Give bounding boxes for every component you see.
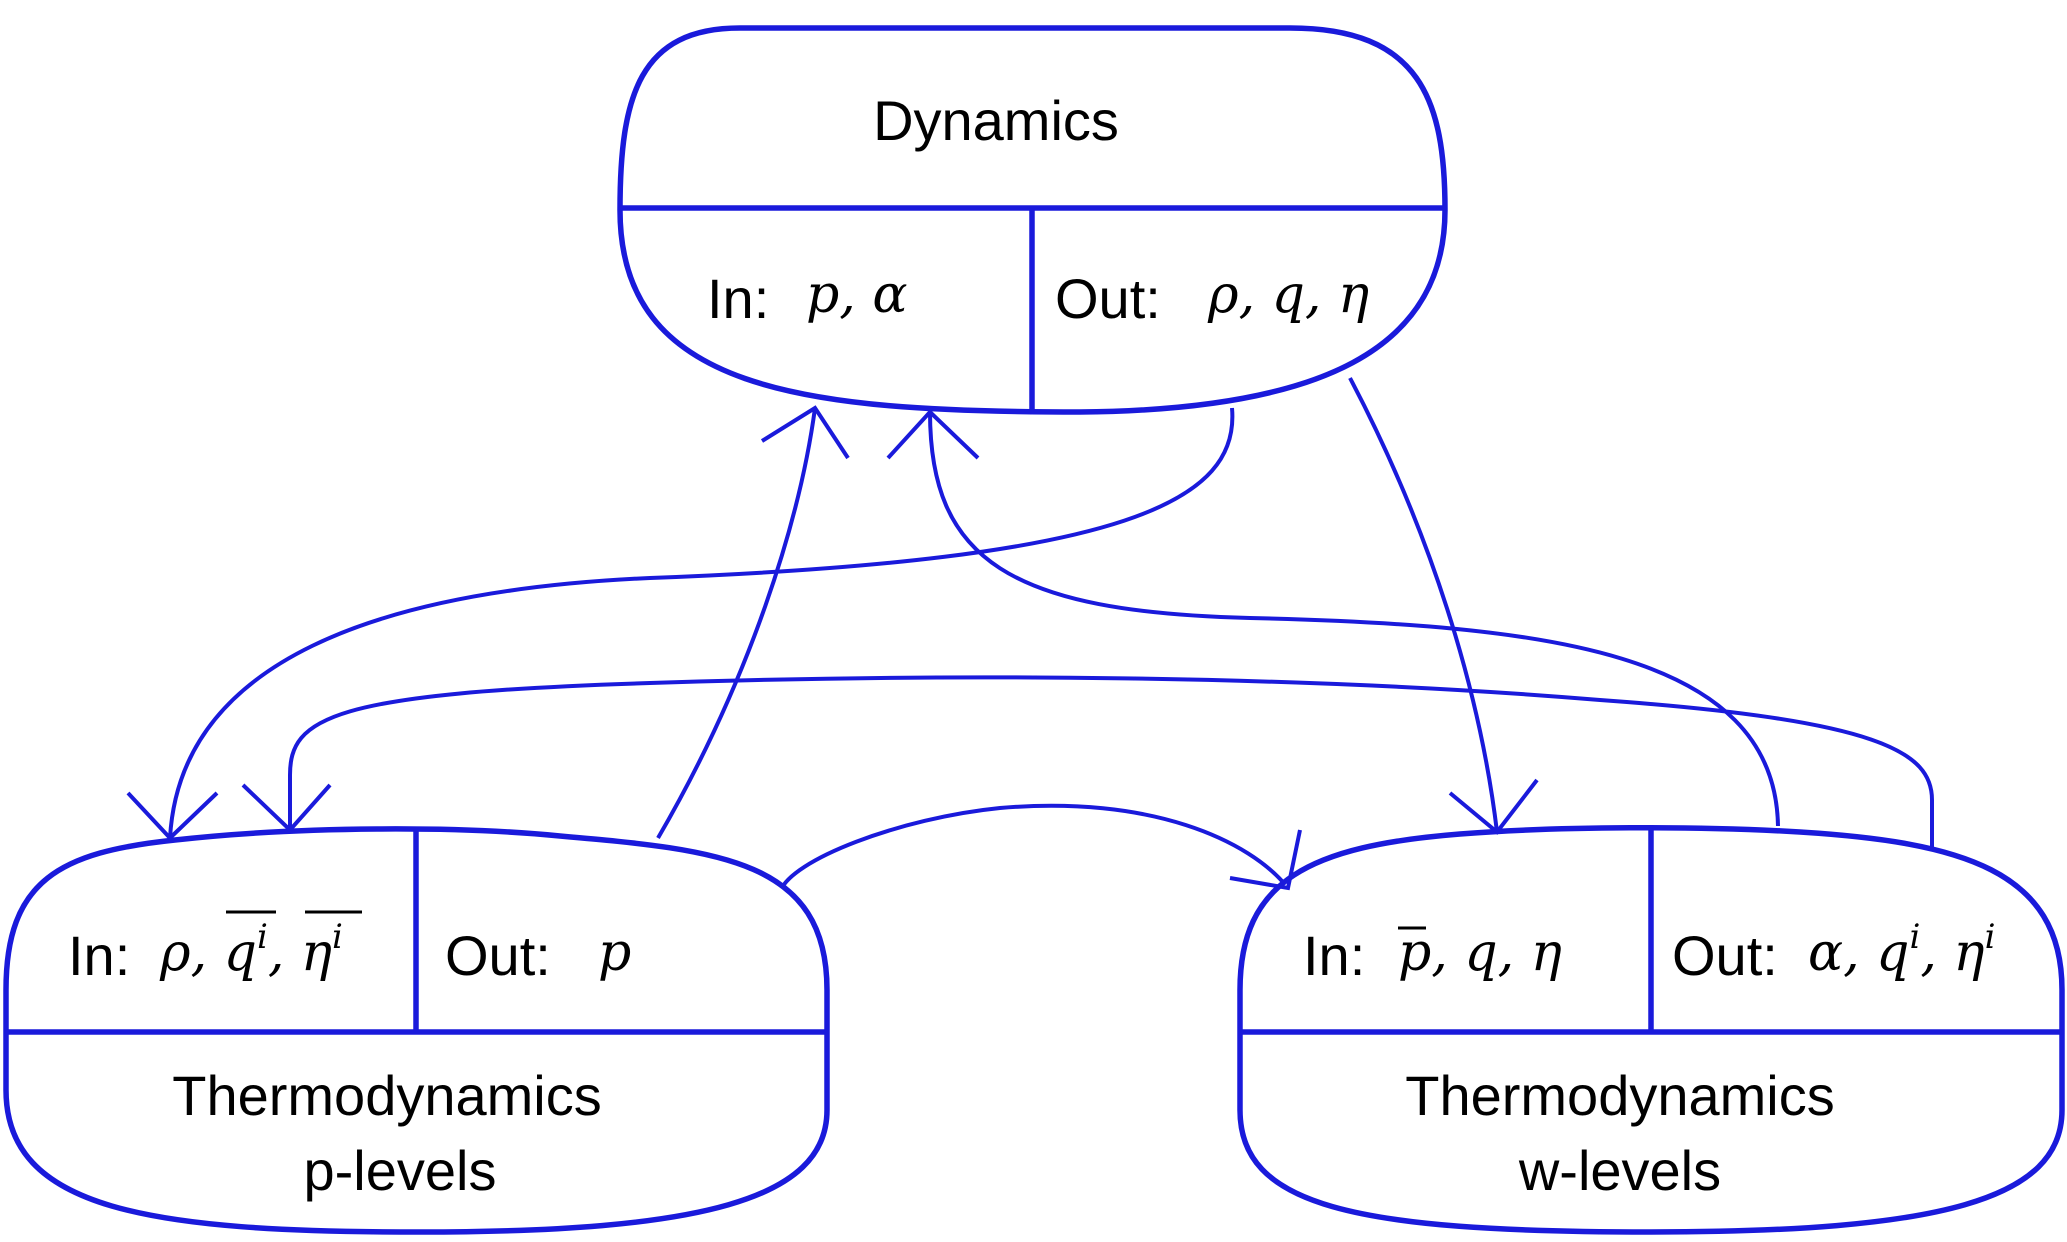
edge-thermo-p-to-thermo-w: [778, 803, 1290, 893]
dynamics-in-label: In:: [707, 267, 769, 330]
thermo-w-out-sep: , η: [1920, 923, 1984, 983]
dynamics-in-vars: p, α: [806, 265, 907, 325]
thermo-p-in-q-sup: i: [257, 917, 268, 957]
thermo-p-out-label: Out:: [445, 924, 551, 987]
thermo-p-in-q: q: [224, 923, 257, 983]
node-thermo-w: In: p, q, η Out: α, qi, ηi Thermodynamic…: [1237, 824, 2065, 1235]
dynamics-out-vars: ρ, q, η: [1207, 265, 1369, 325]
thermo-p-in-label: In:: [68, 924, 130, 987]
thermo-p-in-sep: ,: [268, 923, 301, 983]
arrowhead-into-dynamics-left: [760, 405, 850, 460]
thermo-w-out-sup2: i: [1985, 917, 1996, 957]
arrowhead-into-thermo-p-right: [241, 783, 332, 833]
node-thermo-p: In: ρ, qi, ηi Out: p Thermodynamics p-le…: [3, 826, 830, 1235]
edge-dynamics-to-thermo-w: [1348, 377, 1499, 833]
thermo-w-out-label: Out:: [1672, 924, 1778, 987]
edge-thermo-w-to-thermo-p: [288, 675, 1934, 848]
thermo-w-in-label: In:: [1303, 924, 1365, 987]
thermo-w-title-line2: w-levels: [1518, 1139, 1721, 1202]
arrowhead-into-dynamics-right: [886, 409, 980, 460]
thermo-p-in-eta: η: [301, 923, 332, 983]
thermo-w-in-rest: , q, η: [1431, 923, 1562, 983]
thermo-p-title-line2: p-levels: [304, 1139, 497, 1202]
thermo-w-out-vars: α, qi, ηi: [1808, 917, 1995, 983]
arrowheads: [126, 405, 1539, 891]
edge-dynamics-to-thermo-p: [168, 407, 1235, 839]
thermo-w-in-p: p: [1398, 923, 1431, 983]
thermo-w-in-vars: p, q, η: [1398, 923, 1562, 983]
thermo-p-in-rho: ρ,: [159, 923, 224, 983]
edge-thermo-p-to-dynamics: [656, 407, 817, 840]
thermo-p-title-line1: Thermodynamics: [172, 1064, 601, 1127]
edge-thermo-w-to-dynamics: [928, 411, 1780, 827]
dynamics-title: Dynamics: [873, 89, 1119, 152]
node-dynamics: Dynamics In: p, α Out: ρ, q, η: [617, 25, 1448, 415]
thermo-p-out-vars: p: [598, 923, 631, 983]
thermo-w-out-sup1: i: [1909, 917, 1920, 957]
arrowhead-into-thermo-w-side: [1229, 829, 1302, 891]
edges: [168, 377, 1934, 893]
thermo-p-in-vars: ρ, qi, ηi: [159, 917, 343, 983]
arrowhead-into-thermo-w-top: [1448, 778, 1539, 835]
thermo-w-out-prefix: α, q: [1808, 923, 1909, 983]
thermo-w-title-line1: Thermodynamics: [1405, 1064, 1834, 1127]
thermo-p-in-eta-sup: i: [332, 917, 343, 957]
dynamics-out-label: Out:: [1055, 267, 1161, 330]
arrowhead-into-thermo-p-left: [126, 791, 219, 841]
